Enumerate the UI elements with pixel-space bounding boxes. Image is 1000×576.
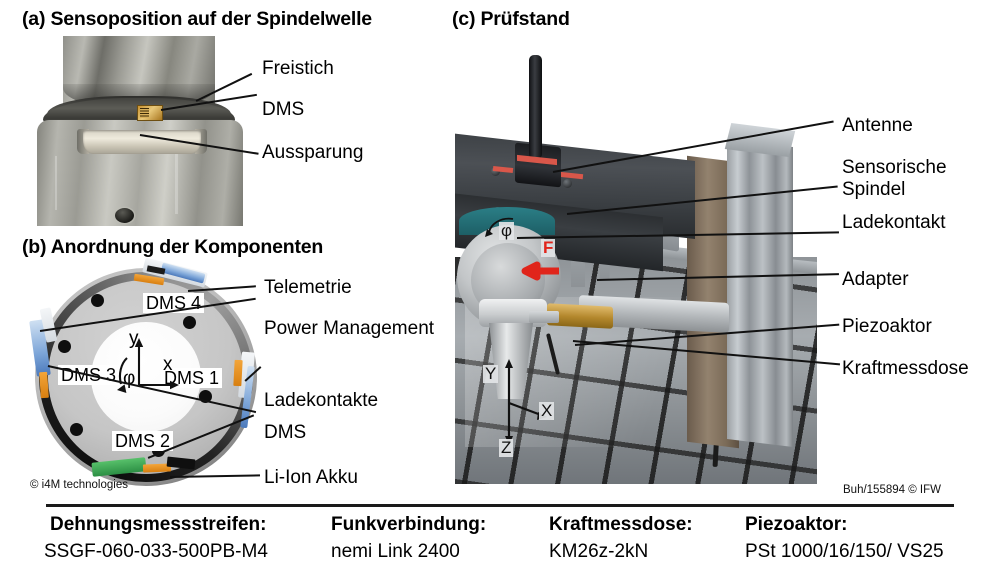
label-freistich: Freistich [262, 58, 334, 79]
tag-phi: φ [499, 221, 515, 240]
panel-c-credit: Buh/155894 © IFW [843, 484, 941, 496]
ring-label-dms-2: DMS 2 [112, 431, 174, 451]
surface-scratch [55, 156, 57, 210]
label-piezoaktor: Piezoaktor [842, 316, 932, 337]
label-li-ion-akku: Li-Ion Akku [264, 467, 358, 488]
panel-c-photo: φ F Y X Z [455, 47, 817, 484]
spec-value-kraftmessdose: KM26z-2kN [549, 541, 649, 562]
surface-scratch [175, 154, 178, 214]
spec-heading-piezoaktor: Piezoaktor: [745, 514, 848, 535]
panel-a-title: (a) Sensoposition auf der Spindelwelle [22, 8, 372, 30]
label-sensorische: Sensorische [842, 157, 947, 178]
plate-bolt [491, 167, 500, 176]
label-aussparung: Aussparung [262, 142, 364, 163]
spec-value-funkverbindung: nemi Link 2400 [331, 541, 460, 562]
label-dms-b: DMS [264, 422, 307, 443]
footer-divider [46, 504, 954, 507]
tag-axis-y: Y [483, 364, 499, 383]
panel-b-ring-diagram: DMS 4 DMS 3 DMS 1 DMS 2 y x φ [29, 257, 257, 490]
force-arrow-red [521, 261, 559, 281]
antenna-rod [529, 55, 542, 159]
ring-coordinate-axes [117, 338, 179, 393]
axis-label-x: x [163, 354, 173, 375]
ring-mounting-hole [91, 294, 104, 307]
panel-a-photo [25, 36, 257, 226]
load-cell-rod [529, 311, 559, 323]
ring-label-dms-1: DMS 1 [161, 368, 223, 388]
ring-mounting-hole [70, 423, 83, 436]
bore-hole [115, 208, 134, 223]
panel-b-title: (b) Anordnung der Komponenten [22, 236, 324, 258]
ring-mounting-hole [183, 316, 196, 329]
label-spindel: Spindel [842, 179, 906, 200]
spec-heading-kraftmessdose: Kraftmessdose: [549, 514, 693, 535]
label-kraftmessdose: Kraftmessdose [842, 358, 969, 379]
label-antenne: Antenne [842, 115, 913, 136]
panel-c-title: (c) Prüfstand [452, 8, 570, 30]
spec-value-dehnungsmessstreifen: SSGF-060-033-500PB-M4 [44, 541, 268, 562]
tag-axis-z: Z [499, 438, 514, 457]
spec-heading-funkverbindung: Funkverbindung: [331, 514, 487, 535]
plate-bolt [563, 179, 572, 188]
tag-axis-x: X [539, 401, 555, 420]
tag-force-f: F [541, 238, 556, 257]
axis-label-phi: φ [123, 368, 136, 389]
spec-heading-dehnungsmessstreifen: Dehnungsmessstreifen: [50, 514, 267, 535]
spec-value-piezoaktor: PSt 1000/16/150/ VS25 [745, 541, 944, 562]
ring-mounting-hole [58, 340, 71, 353]
label-ladekontakte: Ladekontakte [264, 390, 379, 411]
label-telemetrie: Telemetrie [264, 277, 352, 298]
label-power-management: Power Management [264, 318, 435, 339]
label-dms-a: DMS [262, 99, 305, 120]
label-adapter: Adapter [842, 269, 909, 290]
label-ladekontakt: Ladekontakt [842, 212, 946, 233]
strain-gauge-chip [137, 105, 163, 121]
axis-label-y: y [129, 328, 139, 349]
panel-b-credit: © i4M technologies [30, 479, 128, 491]
